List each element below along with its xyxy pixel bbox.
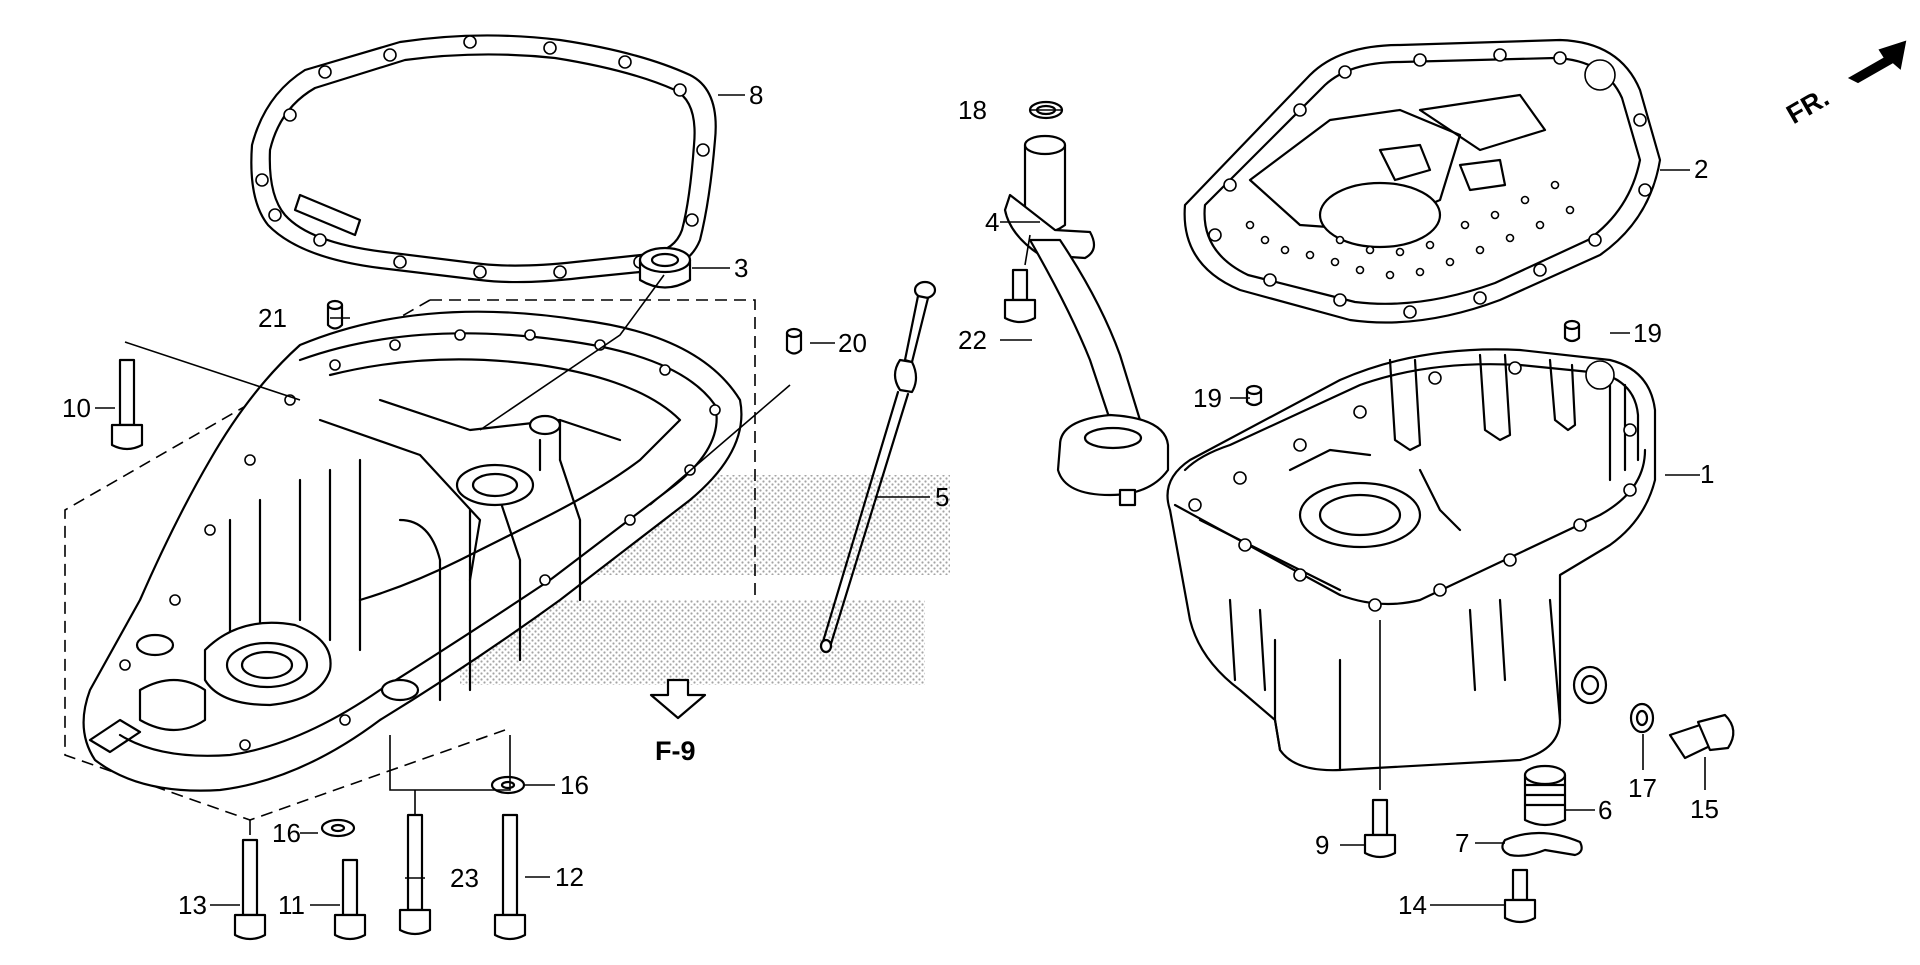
direction-label: FR. (1781, 82, 1834, 130)
bolt-9 (1363, 620, 1397, 859)
callout-4: 4 (985, 207, 999, 237)
callout-16-top: 16 (560, 770, 589, 800)
lower-case-assembly (64, 299, 756, 821)
reference-arrow (649, 678, 707, 720)
dowel-pins (326, 299, 803, 355)
callout-2: 2 (1694, 154, 1708, 184)
callout-6: 6 (1598, 795, 1612, 825)
direction-arrow-icon (1847, 40, 1907, 84)
callout-10: 10 (62, 393, 91, 423)
reference-label: F-9 (655, 736, 696, 766)
oil-seal-3 (638, 246, 692, 289)
oil-filler-plug-6 (1501, 764, 1583, 857)
callout-23: 23 (450, 863, 479, 893)
callout-19-top: 19 (1633, 318, 1662, 348)
callout-18: 18 (958, 95, 987, 125)
gasket-2 (1183, 38, 1662, 324)
callout-16-bottom: 16 (272, 818, 301, 848)
leader-lines (95, 94, 1706, 906)
oil-strainer-4 (1003, 100, 1170, 507)
callout-1: 1 (1700, 459, 1714, 489)
callout-14: 14 (1398, 890, 1427, 920)
callout-12: 12 (555, 862, 584, 892)
gasket-8 (250, 34, 717, 284)
callout-21: 21 (258, 303, 287, 333)
callout-9: 9 (1315, 830, 1329, 860)
callout-8: 8 (749, 80, 763, 110)
bolt-22 (1003, 268, 1037, 324)
dowel-pins-19 (1245, 319, 1581, 407)
callout-3: 3 (734, 253, 748, 283)
dipstick-5 (819, 280, 937, 654)
callout-7: 7 (1455, 828, 1469, 858)
bolt-10 (110, 358, 144, 451)
drain-bolt-15 (1629, 702, 1735, 760)
callout-19-bottom: 19 (1193, 383, 1222, 413)
bottom-bolts (233, 735, 527, 941)
callout-labels: 1 2 3 4 5 6 7 8 9 10 11 12 13 14 15 16 1… (62, 80, 1834, 920)
bolt-14 (1503, 868, 1537, 924)
callout-22: 22 (958, 325, 987, 355)
callout-15: 15 (1690, 794, 1719, 824)
callout-20: 20 (838, 328, 867, 358)
callout-17: 17 (1628, 773, 1657, 803)
oil-pan-1 (1166, 348, 1657, 772)
callout-11: 11 (278, 890, 305, 920)
callout-13: 13 (178, 890, 207, 920)
callout-5: 5 (935, 482, 949, 512)
